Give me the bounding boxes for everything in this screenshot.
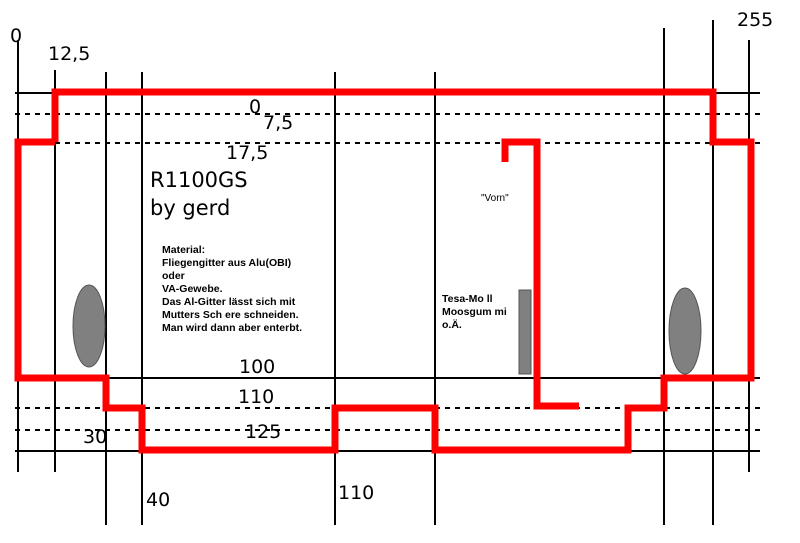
material-note-line: Mutters Sch ere schneiden. xyxy=(162,309,299,321)
label-110-b: 110 xyxy=(338,482,375,504)
material-note: Material: Fliegengitter aus Alu(OBI) ode… xyxy=(162,244,302,335)
label-12-5: 12,5 xyxy=(48,43,91,65)
material-note-line: Fliegengitter aus Alu(OBI) xyxy=(162,257,292,269)
tesa-note-line: Tesa-Mo ll xyxy=(442,293,493,305)
label-125: 125 xyxy=(245,421,282,443)
tesa-strip xyxy=(518,289,532,375)
label-100: 100 xyxy=(239,356,276,378)
material-note-line: Man wird dann aber enterbt. xyxy=(162,322,303,334)
tesa-note-line: Moosgum mi xyxy=(442,306,507,318)
cut-outline xyxy=(14,88,755,454)
label-0: 0 xyxy=(10,25,23,47)
label-17-5: 17,5 xyxy=(226,142,269,164)
tesa-note: Tesa-Mo ll Moosgum mi o.Ä. xyxy=(442,293,507,332)
label-255: 255 xyxy=(737,9,774,31)
label-30: 30 xyxy=(83,426,108,448)
inner-cut-line xyxy=(501,138,579,410)
label-110-a: 110 xyxy=(238,386,275,408)
vorn-label: "Vorn" xyxy=(481,193,509,204)
material-note-line: Material: xyxy=(162,244,206,256)
title-model: R1100GS xyxy=(150,168,248,192)
tesa-note-line: o.Ä. xyxy=(442,319,462,331)
material-note-line: oder xyxy=(162,270,185,282)
dashed-lines xyxy=(15,113,760,431)
material-note-line: VA-Gewebe. xyxy=(162,283,223,295)
label-7-5: 7,5 xyxy=(263,112,294,134)
title-author: by gerd xyxy=(150,196,231,220)
left-oval xyxy=(72,284,106,368)
right-oval xyxy=(668,287,702,375)
material-note-line: Das Al-Gitter lässt sich mit xyxy=(162,296,296,308)
label-0-inner: 0 xyxy=(249,96,262,118)
label-40: 40 xyxy=(146,489,171,511)
grid-lines xyxy=(15,20,760,525)
